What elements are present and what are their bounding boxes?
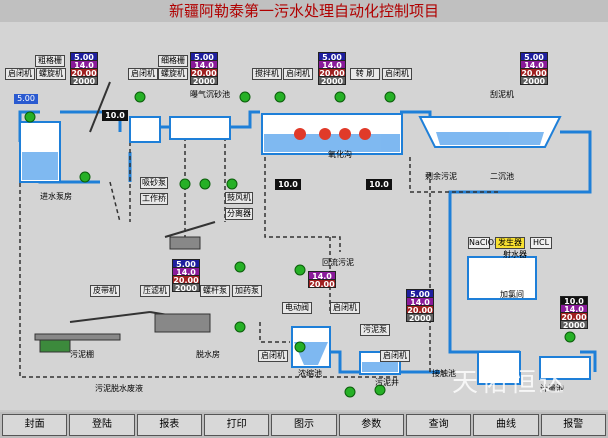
secondary-clarifier-label: 二沉池 [490, 172, 514, 181]
screw-pump-button[interactable]: 螺杆泵 [200, 285, 230, 297]
thickener-label: 浓缩池 [298, 369, 322, 378]
nav-print-button[interactable]: 打印 [203, 414, 270, 436]
dosing-pump-button[interactable]: 加药泵 [232, 285, 262, 297]
start-stop-button-2[interactable]: 启闭机 [128, 68, 158, 80]
naclo3-tag[interactable]: NaClO3 [468, 237, 500, 249]
belt-machine-button[interactable]: 皮带机 [90, 285, 120, 297]
start-stop-button-4[interactable]: 启闭机 [382, 68, 412, 80]
inlet-pump-house-label: 进水泵房 [40, 192, 72, 201]
aeration-grit-label: 曝气沉砂池 [190, 90, 230, 99]
coarse-screen-button[interactable]: 粗格栅 [35, 55, 65, 67]
clarifier-level-value: 10.0 [366, 179, 392, 190]
blower-button[interactable]: 鼓风机 [225, 192, 253, 204]
mixer-button[interactable]: 搅拌机 [252, 68, 282, 80]
screw-button-2[interactable]: 螺旋机 [158, 68, 188, 80]
sludge-liquid-label: 污泥脱水废液 [95, 384, 143, 393]
mid-level-value: 10.0 [275, 179, 301, 190]
start-stop-button-7[interactable]: 启闭机 [380, 350, 410, 362]
sand-pump-button[interactable]: 吸砂泵 [140, 177, 168, 189]
press-filter-button[interactable]: 压滤机 [140, 285, 170, 297]
rotary-brush-button[interactable]: 转 刷 [350, 68, 380, 80]
sludge-pump-button[interactable]: 污泥泵 [360, 324, 390, 336]
nav-report-button[interactable]: 报表 [136, 414, 202, 436]
nav-curve-button[interactable]: 曲线 [473, 414, 539, 436]
bottom-nav: 封面 登陆 报表 打印 图示 参数 查询 曲线 报警 [0, 412, 608, 438]
sludge-well-label: 污泥井 [375, 378, 399, 387]
start-stop-button-6[interactable]: 启闭机 [258, 350, 288, 362]
disinfection-room-label: 加氯间 [500, 290, 524, 299]
cl-tank-label: 射水器 [503, 250, 527, 259]
screw-button-1[interactable]: 螺旋机 [36, 68, 66, 80]
mud-scraper-label: 刮泥机 [490, 90, 514, 99]
work-bridge-button[interactable]: 工作桥 [140, 193, 168, 205]
pit-level-value: 10.0 [102, 110, 128, 121]
sludge-shed-label: 污泥棚 [70, 350, 94, 359]
process-diagram: 粗格栅 启闭机 螺旋机 细格栅 启闭机 螺旋机 搅拌机 启闭机 转 刷 启闭机 … [0, 22, 608, 410]
start-stop-button-3[interactable]: 启闭机 [283, 68, 313, 80]
pipe-network [18, 81, 597, 398]
return-sludge-label: 回流污泥 [322, 258, 354, 267]
start-stop-button-1[interactable]: 启闭机 [5, 68, 35, 80]
nav-query-button[interactable]: 查询 [405, 414, 472, 436]
fine-screen-button[interactable]: 细格栅 [158, 55, 188, 67]
oxidation-ditch-label: 氧化沟 [328, 150, 352, 159]
nav-diagram-button[interactable]: 图示 [271, 414, 337, 436]
inlet-level-value: 5.00 [14, 94, 38, 104]
watermark: 天佑恒达 [452, 368, 569, 398]
hcl-tag[interactable]: HCL [530, 237, 552, 249]
separator-button[interactable]: 分离器 [225, 208, 253, 220]
nav-params-button[interactable]: 参数 [338, 414, 404, 436]
nav-cover-button[interactable]: 封面 [2, 414, 68, 436]
nav-login-button[interactable]: 登陆 [69, 414, 135, 436]
page-title: 新疆阿勒泰第一污水处理自动化控制项目 [0, 0, 608, 22]
measure-pool-label: 计量池 [540, 384, 564, 393]
dewatering-room-label: 脱水房 [196, 350, 220, 359]
electric-valve-button[interactable]: 电动阀 [282, 302, 312, 314]
start-stop-button-5[interactable]: 启闭机 [330, 302, 360, 314]
nav-alarm-button[interactable]: 报警 [540, 414, 606, 436]
chlorine-pool-label: 接触池 [432, 369, 456, 378]
generator-tag[interactable]: 发生器 [495, 237, 525, 249]
surplus-sludge-label: 剩余污泥 [425, 172, 457, 181]
